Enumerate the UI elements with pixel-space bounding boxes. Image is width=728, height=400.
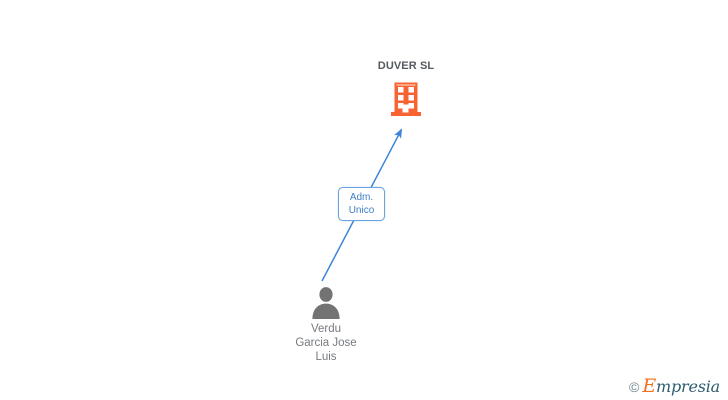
person-icon[interactable] [309, 285, 343, 319]
person-name-line-1: Verdu [310, 323, 342, 335]
person-name-line-3: Luis [315, 351, 337, 363]
relation-label-line-1: Adm. [349, 192, 374, 203]
company-node[interactable]: DUVER SL [336, 60, 476, 117]
person-name-label: Verdu Garcia Jose Luis [276, 322, 376, 364]
brand-wordmark: Empresia [642, 377, 720, 396]
watermark: © Empresia [629, 377, 720, 396]
person-name-line-2: Garcia Jose [295, 337, 357, 349]
relation-label-box[interactable]: Adm. Unico [338, 187, 385, 221]
company-name-label: DUVER SL [377, 60, 435, 72]
person-node[interactable]: Verdu Garcia Jose Luis [256, 285, 396, 364]
copyright-icon: © [629, 378, 640, 395]
relation-label-line-2: Unico [348, 205, 375, 216]
brand-rest: mpresia [656, 377, 720, 396]
building-icon[interactable] [390, 81, 422, 117]
brand-initial: E [642, 375, 656, 397]
